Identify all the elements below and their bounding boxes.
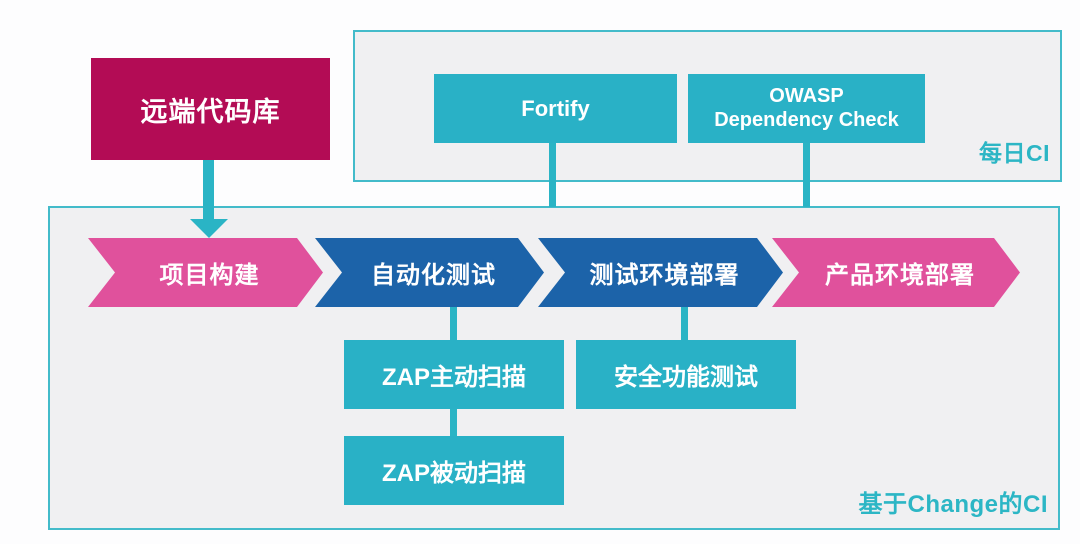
down-arrow-icon <box>203 160 214 219</box>
owasp-dependency-check-node: OWASP Dependency Check <box>688 74 925 143</box>
owasp-connector-line <box>803 143 810 207</box>
test-env-connector-line <box>681 307 688 341</box>
daily-ci-label: 每日CI <box>979 140 1050 166</box>
zap-active-scan-node: ZAP主动扫描 <box>344 340 564 409</box>
zap-passive-scan-node: ZAP被动扫描 <box>344 436 564 505</box>
security-function-test-node: 安全功能测试 <box>576 340 796 409</box>
zap-connector-line <box>450 407 457 437</box>
remote-repo-node: 远端代码库 <box>91 58 330 160</box>
automated-test-connector-line <box>450 307 457 341</box>
fortify-connector-line <box>549 143 556 207</box>
stage-test-env-deploy: 测试环境部署 <box>538 238 783 307</box>
stage-automated-test: 自动化测试 <box>315 238 544 307</box>
fortify-node: Fortify <box>434 74 677 143</box>
stage-prod-env-deploy: 产品环境部署 <box>772 238 1020 307</box>
stage-project-build: 项目构建 <box>88 238 323 307</box>
down-arrow-head-icon <box>190 219 228 238</box>
change-ci-label: 基于Change的CI <box>858 491 1048 518</box>
